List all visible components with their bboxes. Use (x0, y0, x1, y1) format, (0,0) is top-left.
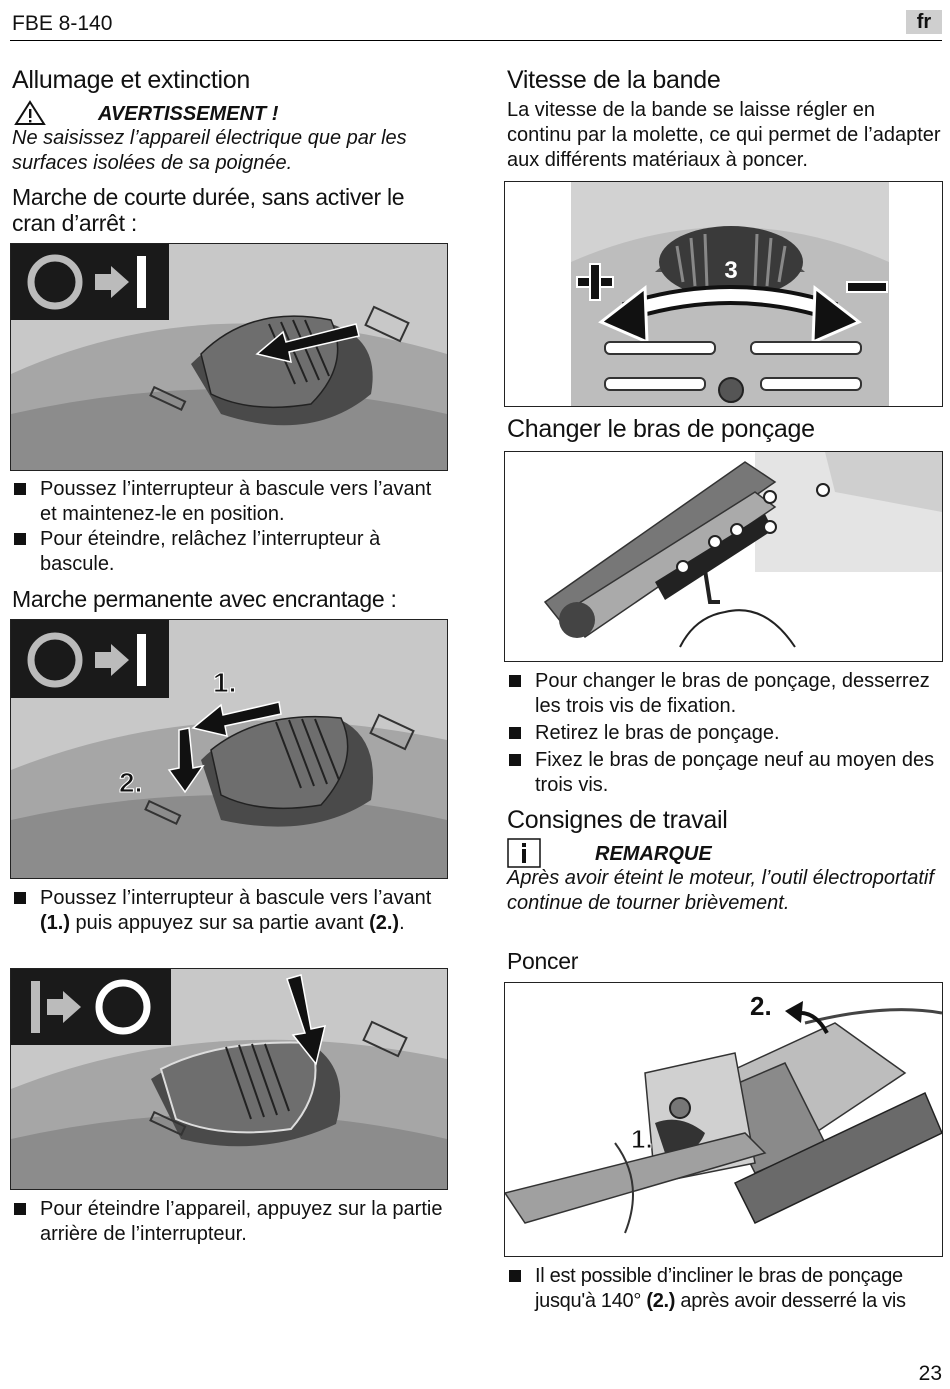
figure-switch-short (10, 243, 448, 471)
figure-switch-continuous: 1. 2. (10, 619, 448, 879)
bullet-list-arm: Pour changer le bras de ponçage, desserr… (507, 669, 943, 798)
info-icon (507, 838, 541, 873)
fig-label-1: 1. (631, 1124, 653, 1154)
fig-label-2: 2. (119, 767, 142, 798)
list-item: Pour éteindre l’appareil, appuyez sur la… (12, 1197, 450, 1247)
section-title-sanding: Poncer (507, 948, 579, 974)
list-item: Pour changer le bras de ponçage, desserr… (507, 669, 943, 719)
bullet-list-continuous: Poussez l’interrupteur à bascule vers l’… (12, 886, 450, 936)
note-label: REMARQUE (595, 843, 712, 865)
list-item: Fixez le bras de ponçage neuf au moyen d… (507, 748, 943, 798)
dial-number: 3 (724, 257, 737, 284)
section-title-arm: Changer le bras de ponçage (507, 415, 815, 443)
warning-label: AVERTISSEMENT ! (98, 103, 279, 125)
figure-arm-change (504, 451, 943, 662)
section-title-work: Consignes de travail (507, 806, 728, 834)
list-item: Il est possible d’incliner le bras de po… (507, 1264, 947, 1314)
fig-label-1: 1. (213, 667, 236, 698)
figure-speed-dial: 3 (504, 181, 943, 407)
list-item: Pour éteindre, relâchez l’interrupteur à… (12, 527, 450, 577)
speed-text: La vitesse de la bande se laisse régler … (507, 99, 941, 171)
section-title-speed: Vitesse de la bande (507, 66, 721, 94)
bullet-list-off: Pour éteindre l’appareil, appuyez sur la… (12, 1197, 450, 1247)
model-name: FBE 8-140 (12, 12, 113, 35)
heading-short-operation: Marche de courte durée, sans activer le … (12, 184, 405, 236)
figure-sanding: 2. 1. (504, 982, 943, 1257)
warning-text: Ne saisissez l’appareil électrique que p… (12, 127, 407, 174)
bullet-list-short: Poussez l’interrupteur à bascule vers l’… (12, 477, 450, 577)
list-item: Poussez l’interrupteur à bascule vers l’… (12, 886, 450, 936)
note-text: Après avoir éteint le moteur, l’outil él… (507, 867, 934, 914)
figure-switch-off (10, 968, 448, 1190)
language-badge: fr (906, 10, 942, 34)
heading-continuous-operation: Marche permanente avec encrantage : (12, 586, 397, 612)
page-header: FBE 8-140 fr (10, 8, 942, 41)
list-item: Poussez l’interrupteur à bascule vers l’… (12, 477, 450, 527)
bullet-list-sanding: Il est possible d’incliner le bras de po… (507, 1264, 947, 1314)
fig-label-2: 2. (750, 991, 772, 1021)
section-title-switching: Allumage et extinction (12, 66, 250, 94)
page-number: 23 (918, 1362, 942, 1385)
list-item: Retirez le bras de ponçage. (507, 721, 943, 746)
warning-icon (14, 100, 46, 131)
